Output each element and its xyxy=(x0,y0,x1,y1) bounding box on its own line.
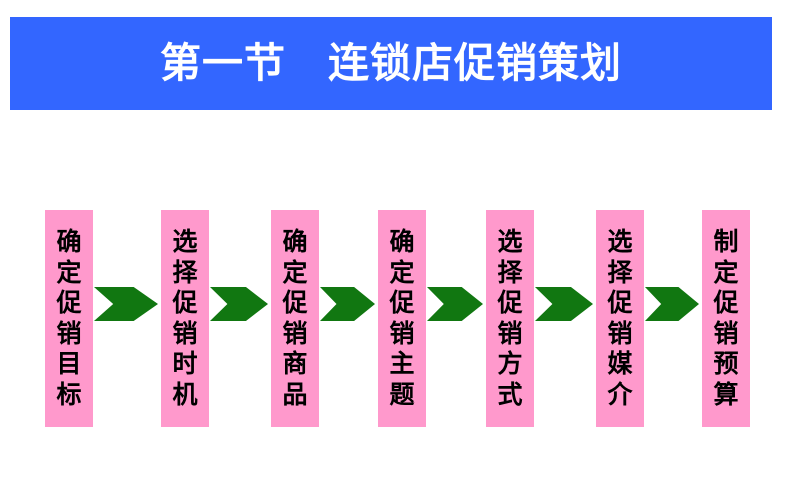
flow-step-label: 确定促销目标 xyxy=(56,227,82,409)
chevron-right-icon xyxy=(645,287,699,321)
chevron-right-icon xyxy=(210,287,268,321)
flow-step-label: 确定促销商品 xyxy=(282,227,308,409)
flow-step-label: 选择促销时机 xyxy=(172,227,198,409)
chevron-right-icon xyxy=(427,287,483,321)
flow-step-1: 确定促销目标 xyxy=(45,210,93,427)
flow-step-3: 确定促销商品 xyxy=(271,210,319,427)
flow-step-label: 选择促销媒介 xyxy=(607,227,633,409)
page-title: 第一节 连锁店促销策划 xyxy=(160,38,622,87)
title-banner: 第一节 连锁店促销策划 xyxy=(10,17,772,110)
flow-step-7: 制定促销预算 xyxy=(702,210,750,427)
flow-step-4: 确定促销主题 xyxy=(378,210,426,427)
flow-step-label: 制定促销预算 xyxy=(713,227,739,409)
chevron-right-icon xyxy=(94,287,158,321)
flow-step-6: 选择促销媒介 xyxy=(596,210,644,427)
chevron-right-icon xyxy=(535,287,593,321)
flow-step-label: 选择促销方式 xyxy=(497,227,523,409)
chevron-right-icon xyxy=(320,287,375,321)
flow-step-label: 确定促销主题 xyxy=(389,227,415,409)
flow-step-2: 选择促销时机 xyxy=(161,210,209,427)
process-flow-diagram: 确定促销目标 选择促销时机 确定促销商品 确定促销主题 选择促销方式 选择促销媒… xyxy=(0,210,792,428)
flow-step-5: 选择促销方式 xyxy=(486,210,534,427)
